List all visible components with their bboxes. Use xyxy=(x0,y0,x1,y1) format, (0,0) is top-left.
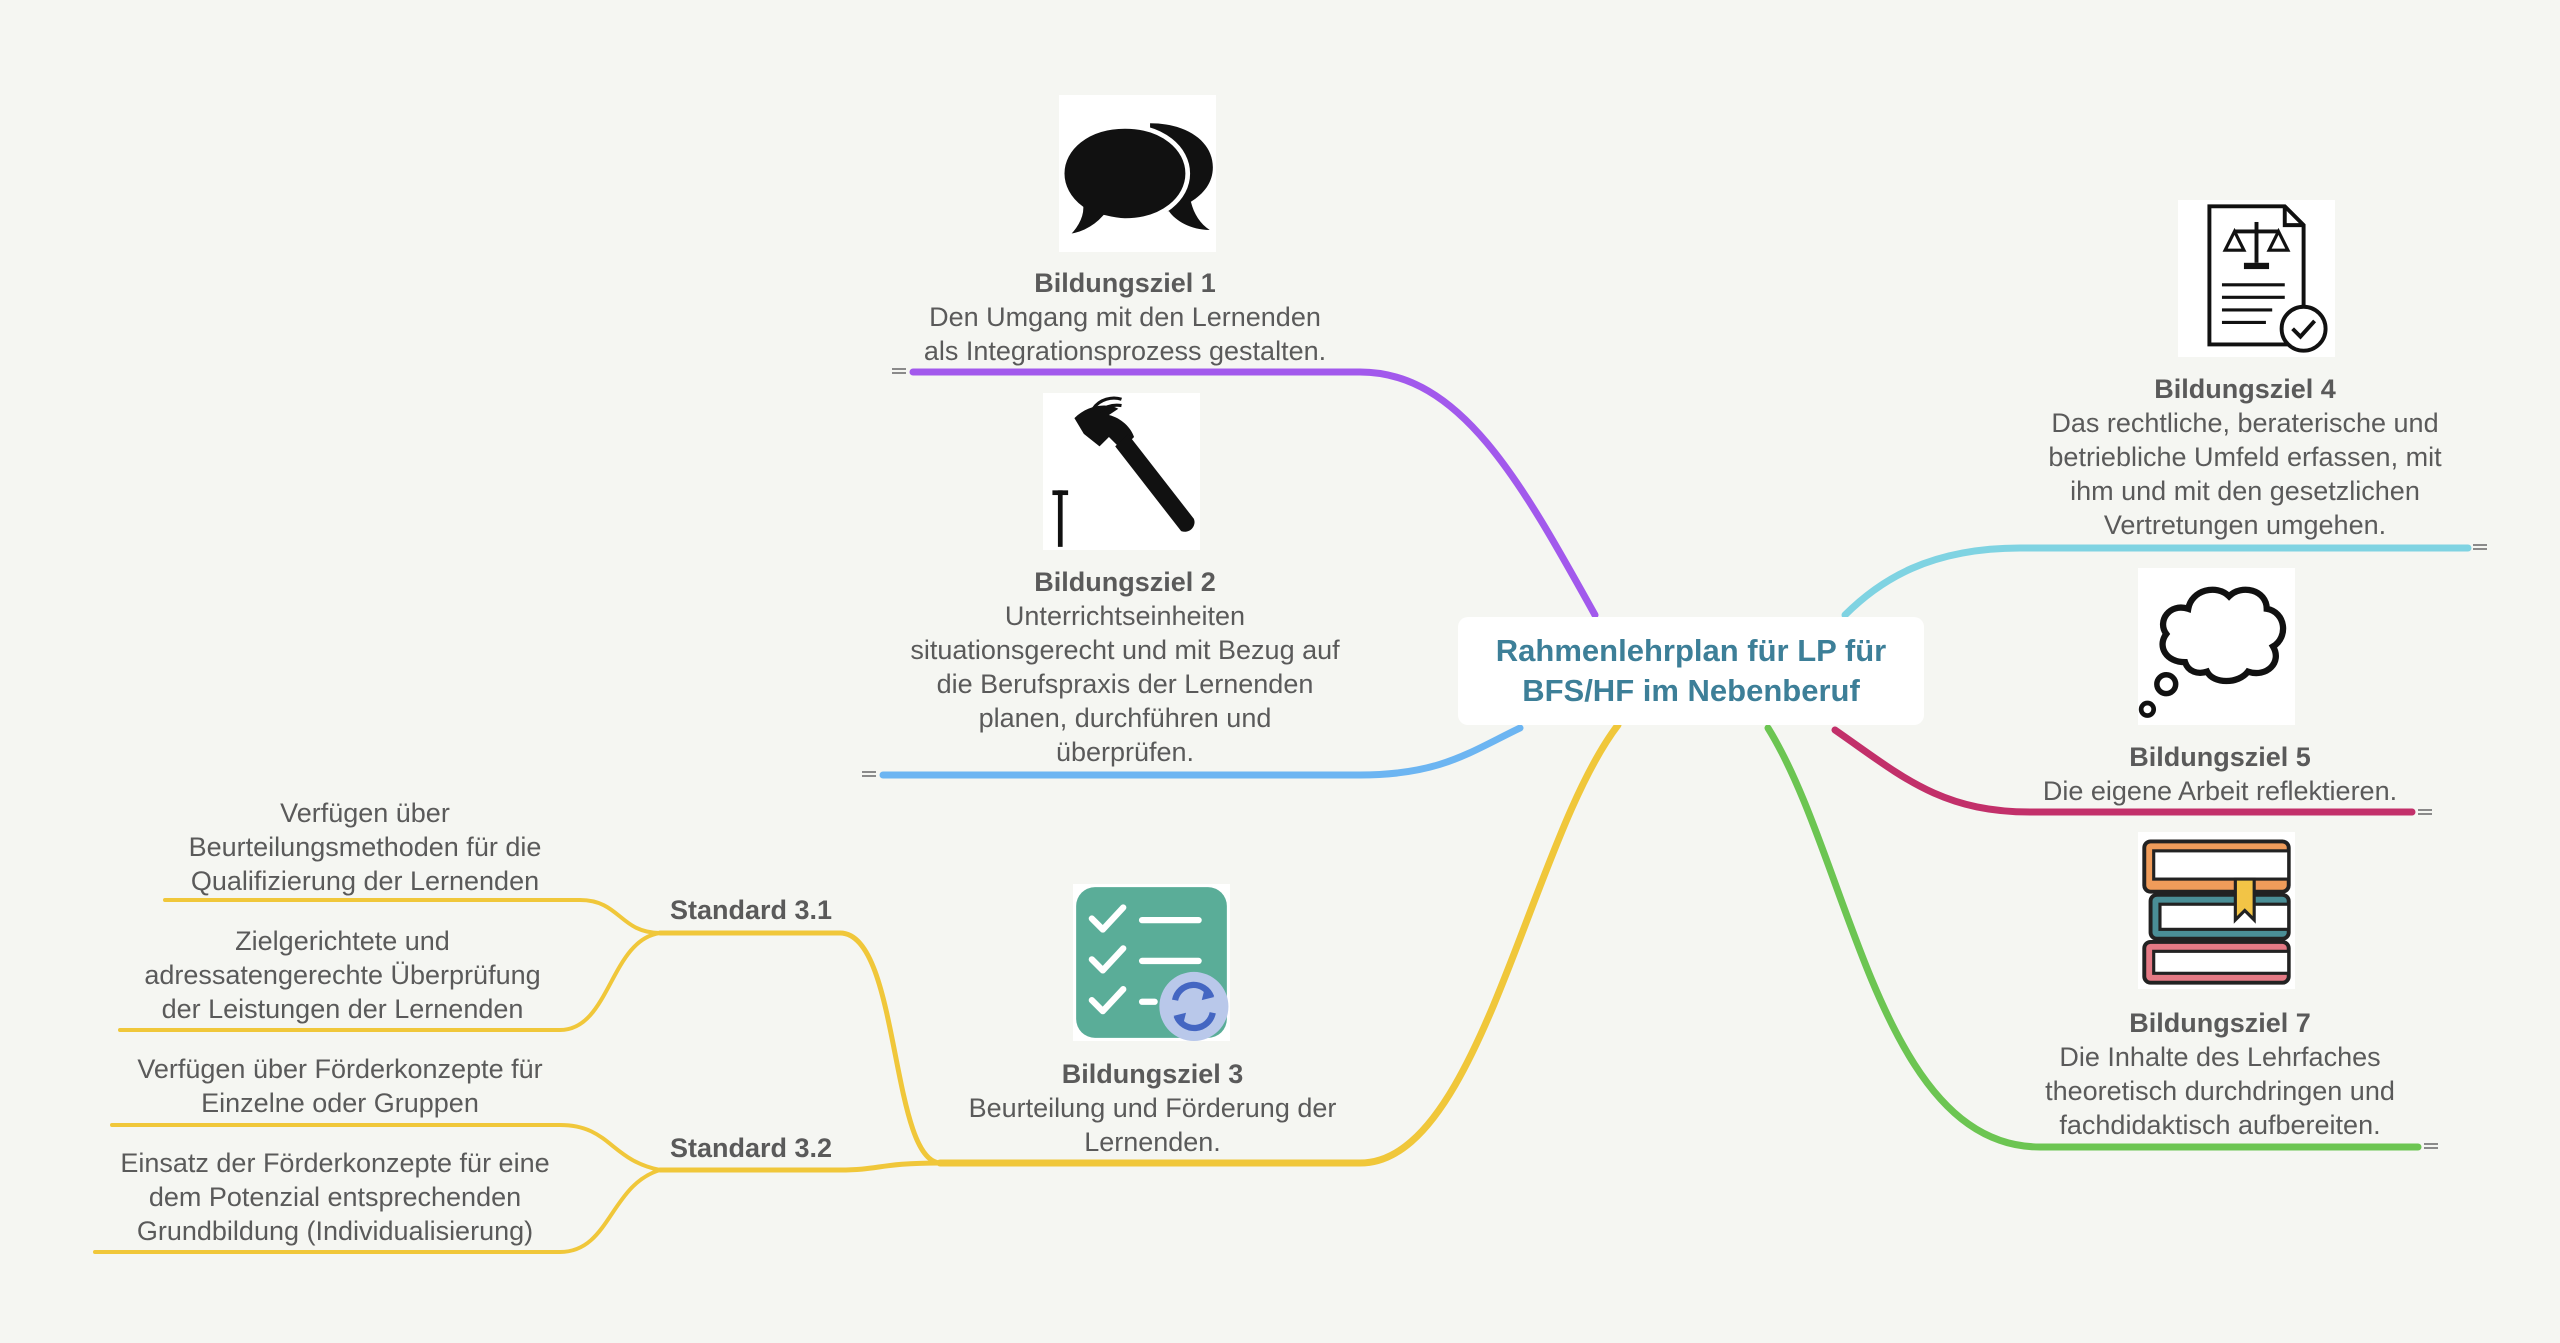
branch-goal4 xyxy=(1841,544,2472,619)
thought-cloud-icon xyxy=(2138,568,2295,725)
goal-node-5[interactable]: Bildungsziel 5 Die eigene Arbeit reflekt… xyxy=(2010,740,2430,808)
collapse-toggle-goal2[interactable] xyxy=(862,771,876,779)
goal-title: Bildungsziel 5 xyxy=(2129,742,2311,772)
branch-standard-3-2 xyxy=(657,1160,943,1173)
goal-description: Die eigene Arbeit reflektieren. xyxy=(2042,776,2398,806)
central-topic[interactable]: Rahmenlehrplan für LP für BFS/HF im Nebe… xyxy=(1458,617,1924,725)
goal-title: Bildungsziel 4 xyxy=(2154,374,2336,404)
speech-bubbles-icon xyxy=(1059,95,1216,252)
branch-leaf-3-1-b xyxy=(118,931,662,1032)
goal-node-3[interactable]: Bildungsziel 3 Beurteilung und Förderung… xyxy=(930,1057,1375,1159)
standard-3-1-label[interactable]: Standard 3.1 xyxy=(670,895,833,925)
branch-goal5 xyxy=(1831,726,2416,816)
branch-goal7 xyxy=(1764,724,2422,1151)
checklist-refresh-icon xyxy=(1073,884,1230,1041)
standard-3-2-item-2[interactable]: Einsatz der Förderkonzepte für eine dem … xyxy=(120,1148,550,1246)
goal-node-1[interactable]: Bildungsziel 1 Den Umgang mit den Lernen… xyxy=(880,266,1370,368)
branch-leaf-3-1-a xyxy=(163,898,662,935)
standard-3-1-item-2[interactable]: Zielgerichtete und adressatengerechte Üb… xyxy=(144,926,541,1024)
goal-description: Beurteilung und Förderung der Lernenden. xyxy=(968,1093,1337,1157)
goal-title: Bildungsziel 1 xyxy=(1034,268,1216,298)
branch-leaf-3-2-b xyxy=(93,1168,662,1254)
goal-title: Bildungsziel 3 xyxy=(1061,1059,1244,1089)
goal-description: Den Umgang mit den Lernenden als Integra… xyxy=(923,302,1327,366)
collapse-toggle-goal1[interactable] xyxy=(892,368,906,376)
collapse-toggle-goal5[interactable] xyxy=(2418,809,2432,817)
books-stack-icon xyxy=(2138,832,2295,989)
collapse-toggle-goal7[interactable] xyxy=(2424,1143,2438,1151)
branch-standard-3-1 xyxy=(657,930,943,1166)
goal-description: Unterrichtseinheiten situationsgerecht u… xyxy=(910,601,1340,767)
hammer-nail-icon xyxy=(1043,393,1200,550)
goal-description: Das rechtliche, beraterische und betrieb… xyxy=(2048,408,2442,540)
goal-title: Bildungsziel 7 xyxy=(2129,1008,2311,1038)
goal-node-7[interactable]: Bildungsziel 7 Die Inhalte des Lehrfache… xyxy=(2000,1006,2440,1142)
collapse-toggle-goal4[interactable] xyxy=(2473,544,2487,552)
goal-node-4[interactable]: Bildungsziel 4 Das rechtliche, berateris… xyxy=(2010,372,2480,542)
standard-3-2-label[interactable]: Standard 3.2 xyxy=(670,1133,833,1163)
standard-3-1-item-1[interactable]: Verfügen über Beurteilungsmethoden für d… xyxy=(188,798,542,896)
goal-title: Bildungsziel 2 xyxy=(1034,567,1216,597)
goal-description: Die Inhalte des Lehrfaches theoretisch d… xyxy=(2045,1042,2395,1140)
branch-goal1 xyxy=(909,368,1599,619)
branch-goal2 xyxy=(879,724,1524,779)
branch-leaf-3-2-a xyxy=(110,1123,662,1172)
branch-goal3 xyxy=(936,721,1622,1167)
legal-document-icon xyxy=(2178,200,2335,357)
goal-node-2[interactable]: Bildungsziel 2 Unterrichtseinheiten situ… xyxy=(880,565,1370,769)
standard-3-2-item-1[interactable]: Verfügen über Förderkonzepte für Einzeln… xyxy=(137,1054,543,1118)
